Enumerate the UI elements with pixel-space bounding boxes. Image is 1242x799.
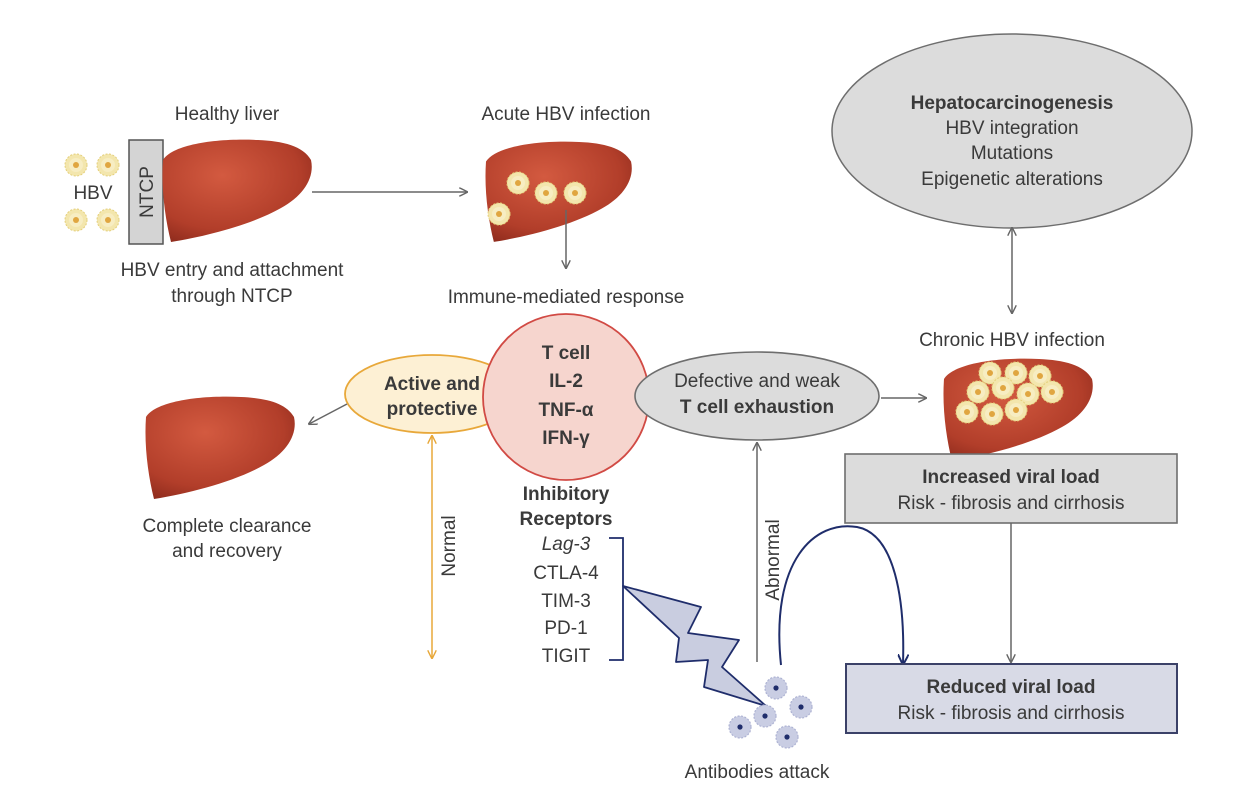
- liver-icon: [162, 139, 312, 242]
- tcell-line-1: T cell: [542, 343, 591, 364]
- entry-label-line1: HBV entry and attachment: [121, 260, 345, 281]
- acute-infection-label: Acute HBV infection: [482, 104, 651, 125]
- tcell-circle: [482, 313, 650, 481]
- hepato-item-3: Epigenetic alterations: [921, 169, 1103, 190]
- hbv-virus-icon: [96, 208, 120, 232]
- defective-line-1: Defective and weak: [674, 371, 840, 392]
- lightning-bolt-icon: [622, 585, 767, 707]
- chronic-infection-label: Chronic HBV infection: [919, 330, 1105, 351]
- reduced-risk: Risk - fibrosis and cirrhosis: [898, 703, 1125, 724]
- receptor-item: CTLA-4: [533, 563, 599, 584]
- ntcp-label: NTCP: [137, 166, 158, 218]
- arrow-to-clearance: [309, 403, 348, 424]
- increased-risk: Risk - fibrosis and cirrhosis: [898, 493, 1125, 514]
- complete-line-2: and recovery: [172, 541, 282, 562]
- antibody-icon: [728, 715, 752, 739]
- hbv-virus-icon: [487, 202, 511, 226]
- antibody-icon: [789, 695, 813, 719]
- antibody-icon: [775, 725, 799, 749]
- receptor-item: PD-1: [544, 618, 587, 639]
- hbv-virus-icon: [96, 153, 120, 177]
- antibodies-label: Antibodies attack: [685, 762, 830, 783]
- hepato-item-1: HBV integration: [945, 118, 1078, 139]
- receptor-bracket: [609, 537, 624, 661]
- hbv-virus-icon: [955, 400, 979, 424]
- inhibitory-line-1: Inhibitory: [523, 484, 610, 505]
- complete-line-1: Complete clearance: [143, 516, 312, 537]
- reduced-title: Reduced viral load: [927, 677, 1096, 698]
- antibody-icon: [764, 676, 788, 700]
- receptor-item: Lag-3: [542, 534, 591, 555]
- hbv-virus-icon: [506, 171, 530, 195]
- healthy-liver-label: Healthy liver: [175, 104, 280, 125]
- active-line-1: Active and: [384, 374, 480, 395]
- inhibitory-line-2: Receptors: [520, 509, 613, 530]
- immune-response-label: Immune-mediated response: [448, 287, 685, 308]
- antibody-icon: [753, 704, 777, 728]
- hbv-virus-icon: [64, 153, 88, 177]
- increased-title: Increased viral load: [922, 467, 1099, 488]
- hbv-virus-icon: [966, 380, 990, 404]
- ntcp-receptor: [128, 139, 164, 245]
- liver-icon: [485, 141, 632, 242]
- abnormal-label: Abnormal: [763, 519, 784, 600]
- curved-arrow-to-reduced: [778, 525, 903, 665]
- liver-icon: [145, 396, 295, 499]
- hepato-item-2: Mutations: [971, 143, 1053, 164]
- defective-ellipse: [634, 351, 880, 441]
- hbv-virus-icon: [534, 181, 558, 205]
- hbv-virus-icon: [980, 402, 1004, 426]
- tcell-line-3: TNF-α: [539, 400, 594, 421]
- receptor-item: TIM-3: [541, 591, 591, 612]
- hbv-virus-icon: [1004, 398, 1028, 422]
- defective-line-2: T cell exhaustion: [680, 397, 834, 418]
- hbv-label: HBV: [73, 183, 112, 204]
- hepato-title: Hepatocarcinogenesis: [911, 93, 1114, 114]
- reduced-viral-box: [845, 663, 1178, 734]
- tcell-line-4: IFN-γ: [542, 428, 590, 449]
- entry-label-line2: through NTCP: [171, 286, 292, 307]
- hbv-virus-icon: [64, 208, 88, 232]
- active-line-2: protective: [387, 399, 478, 420]
- tcell-line-2: IL-2: [549, 371, 583, 392]
- normal-label: Normal: [439, 515, 460, 576]
- receptor-item: TIGIT: [542, 646, 591, 667]
- hbv-virus-icon: [563, 181, 587, 205]
- hbv-virus-icon: [1040, 380, 1064, 404]
- hbv-virus-icon: [991, 376, 1015, 400]
- increased-viral-box: [844, 453, 1178, 524]
